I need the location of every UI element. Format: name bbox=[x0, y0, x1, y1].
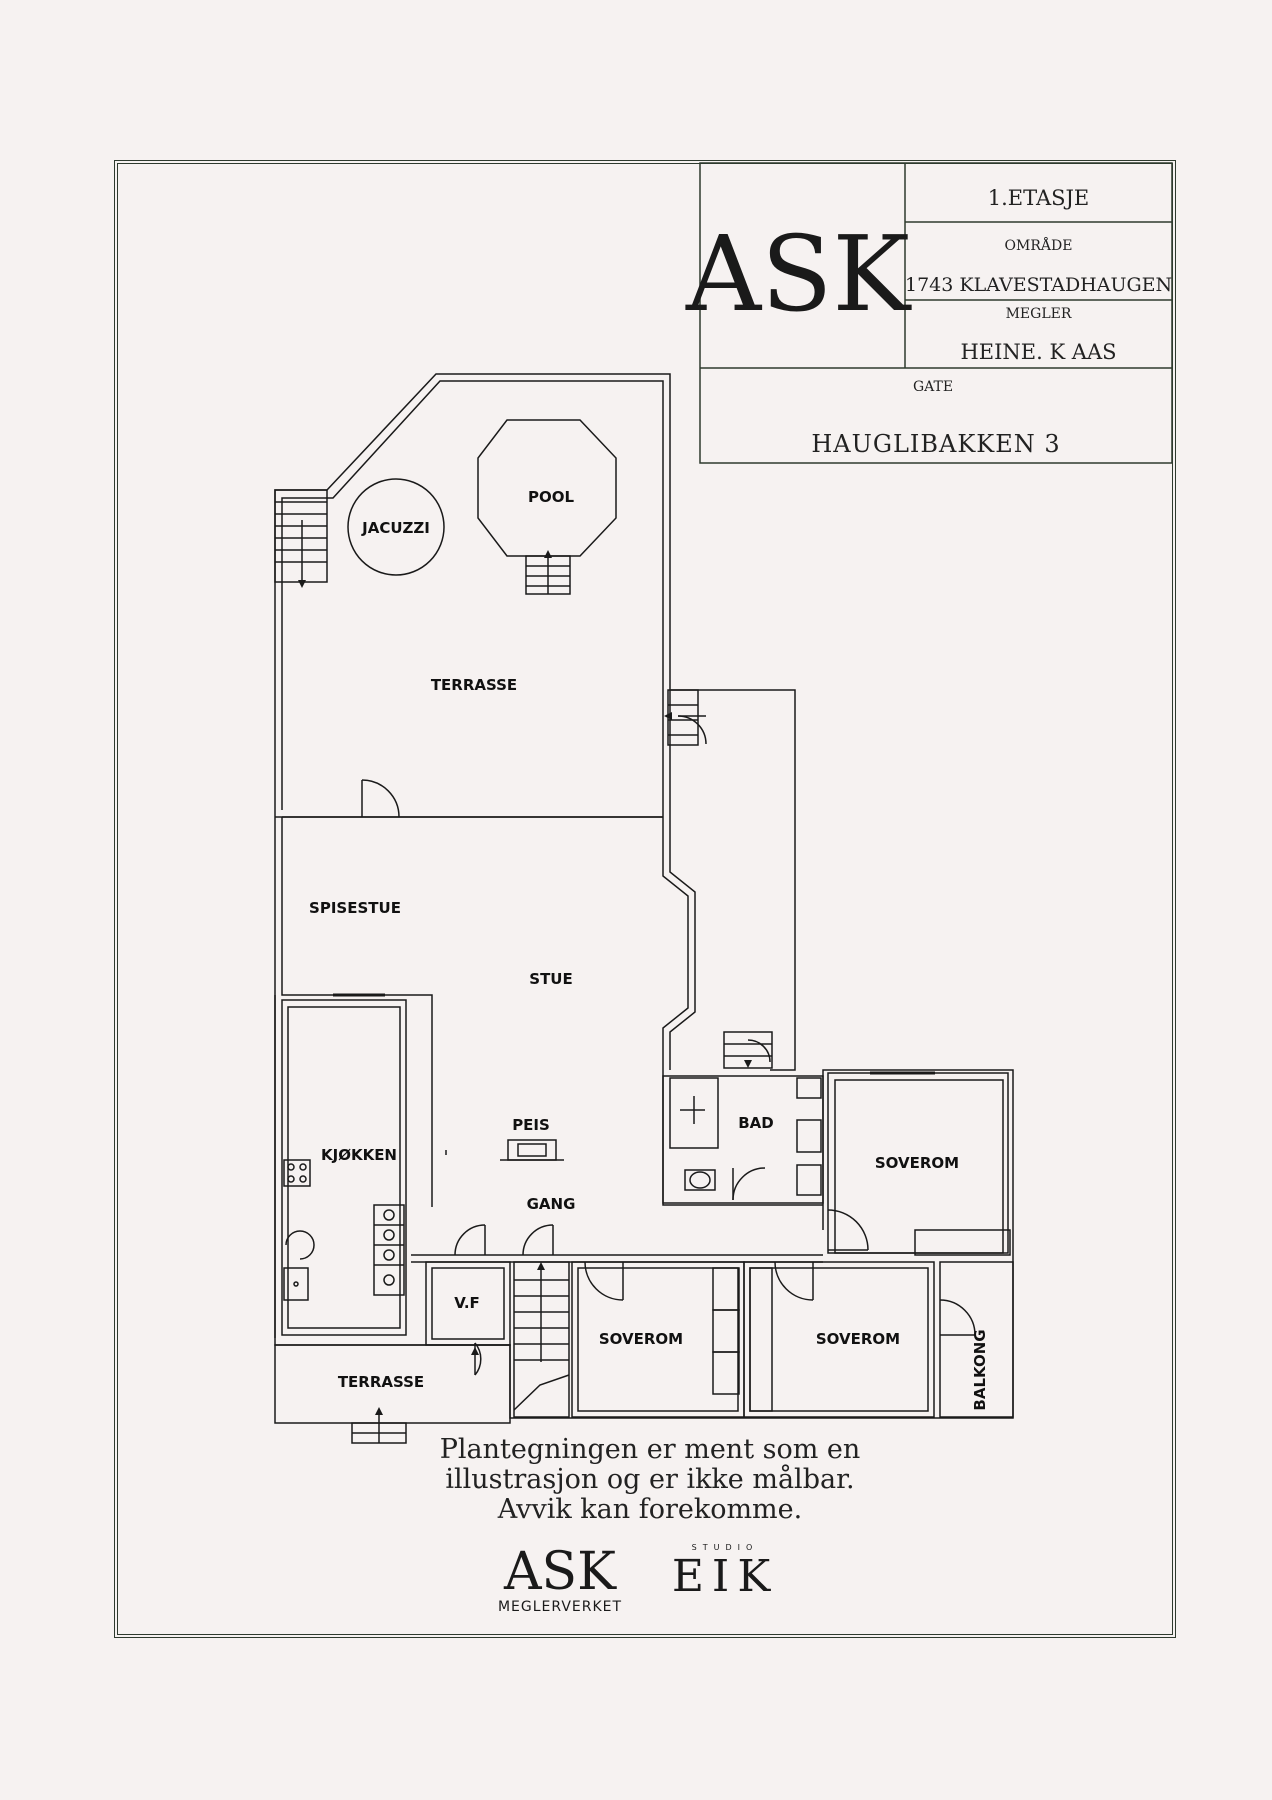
room-labels: POOL JACUZZI TERRASSE SPISESTUE STUE BAD… bbox=[309, 488, 989, 1411]
label-stue: STUE bbox=[529, 970, 572, 988]
disclaimer-line-2: illustrasjon og er ikke målbar. bbox=[445, 1464, 855, 1495]
label-balkong: BALKONG bbox=[971, 1329, 989, 1410]
disclaimer: Plantegningen er ment som en illustrasjo… bbox=[300, 1435, 1000, 1525]
agent-label: MEGLER bbox=[1005, 306, 1072, 322]
terrace-outline bbox=[274, 373, 707, 810]
footer-eik-text: EIK bbox=[671, 1551, 779, 1602]
balcony-outline bbox=[939, 1261, 1014, 1418]
label-terrasse-bottom: TERRASSE bbox=[338, 1373, 424, 1391]
label-vf: V.F bbox=[454, 1294, 480, 1312]
label-soverom-center: SOVEROM bbox=[816, 1330, 900, 1348]
street-value: HAUGLIBAKKEN 3 bbox=[811, 430, 1061, 458]
ask-logo-text: ASK bbox=[685, 213, 912, 335]
street-label: GATE bbox=[913, 379, 954, 395]
kitchen-outline bbox=[281, 999, 407, 1336]
area-label: OMRÅDE bbox=[1004, 238, 1073, 254]
label-soverom-right: SOVEROM bbox=[875, 1154, 959, 1172]
area-value: 1743 KLAVESTADHAUGEN bbox=[905, 274, 1173, 296]
info-box bbox=[699, 162, 1173, 464]
disclaimer-line-3: Avvik kan forekomme. bbox=[497, 1494, 803, 1525]
label-soverom-mid: SOVEROM bbox=[599, 1330, 683, 1348]
label-spisestue: SPISESTUE bbox=[309, 899, 401, 917]
disclaimer-line-1: Plantegningen er ment som en bbox=[439, 1434, 861, 1465]
label-peis: PEIS bbox=[512, 1116, 550, 1134]
bathroom-outline bbox=[662, 1075, 824, 1204]
label-bad: BAD bbox=[738, 1114, 774, 1132]
footer-ask-sub: MEGLERVERKET bbox=[497, 1599, 623, 1615]
page-frame bbox=[114, 160, 1176, 1638]
agent-value: HEINE. K AAS bbox=[960, 340, 1117, 364]
footer-studio-text: STUDIO bbox=[691, 1543, 759, 1552]
label-terrasse-top: TERRASSE bbox=[431, 676, 517, 694]
label-kjokken: KJØKKEN bbox=[321, 1146, 397, 1164]
ask-logo: ASK bbox=[685, 213, 912, 335]
label-jacuzzi: JACUZZI bbox=[361, 519, 430, 537]
label-gang: GANG bbox=[527, 1195, 576, 1213]
label-pool: POOL bbox=[528, 488, 574, 506]
footer-ask-logo: ASK MEGLERVERKET bbox=[490, 1545, 630, 1615]
floor-label: 1.ETASJE bbox=[987, 186, 1090, 210]
jacuzzi-tub bbox=[347, 478, 445, 576]
footer-studio-eik-logo: STUDIO EIK bbox=[665, 1543, 785, 1602]
bedroom-center-outline bbox=[743, 1261, 935, 1418]
footer-ask-text: ASK bbox=[503, 1542, 617, 1602]
pool-shape bbox=[477, 419, 617, 557]
